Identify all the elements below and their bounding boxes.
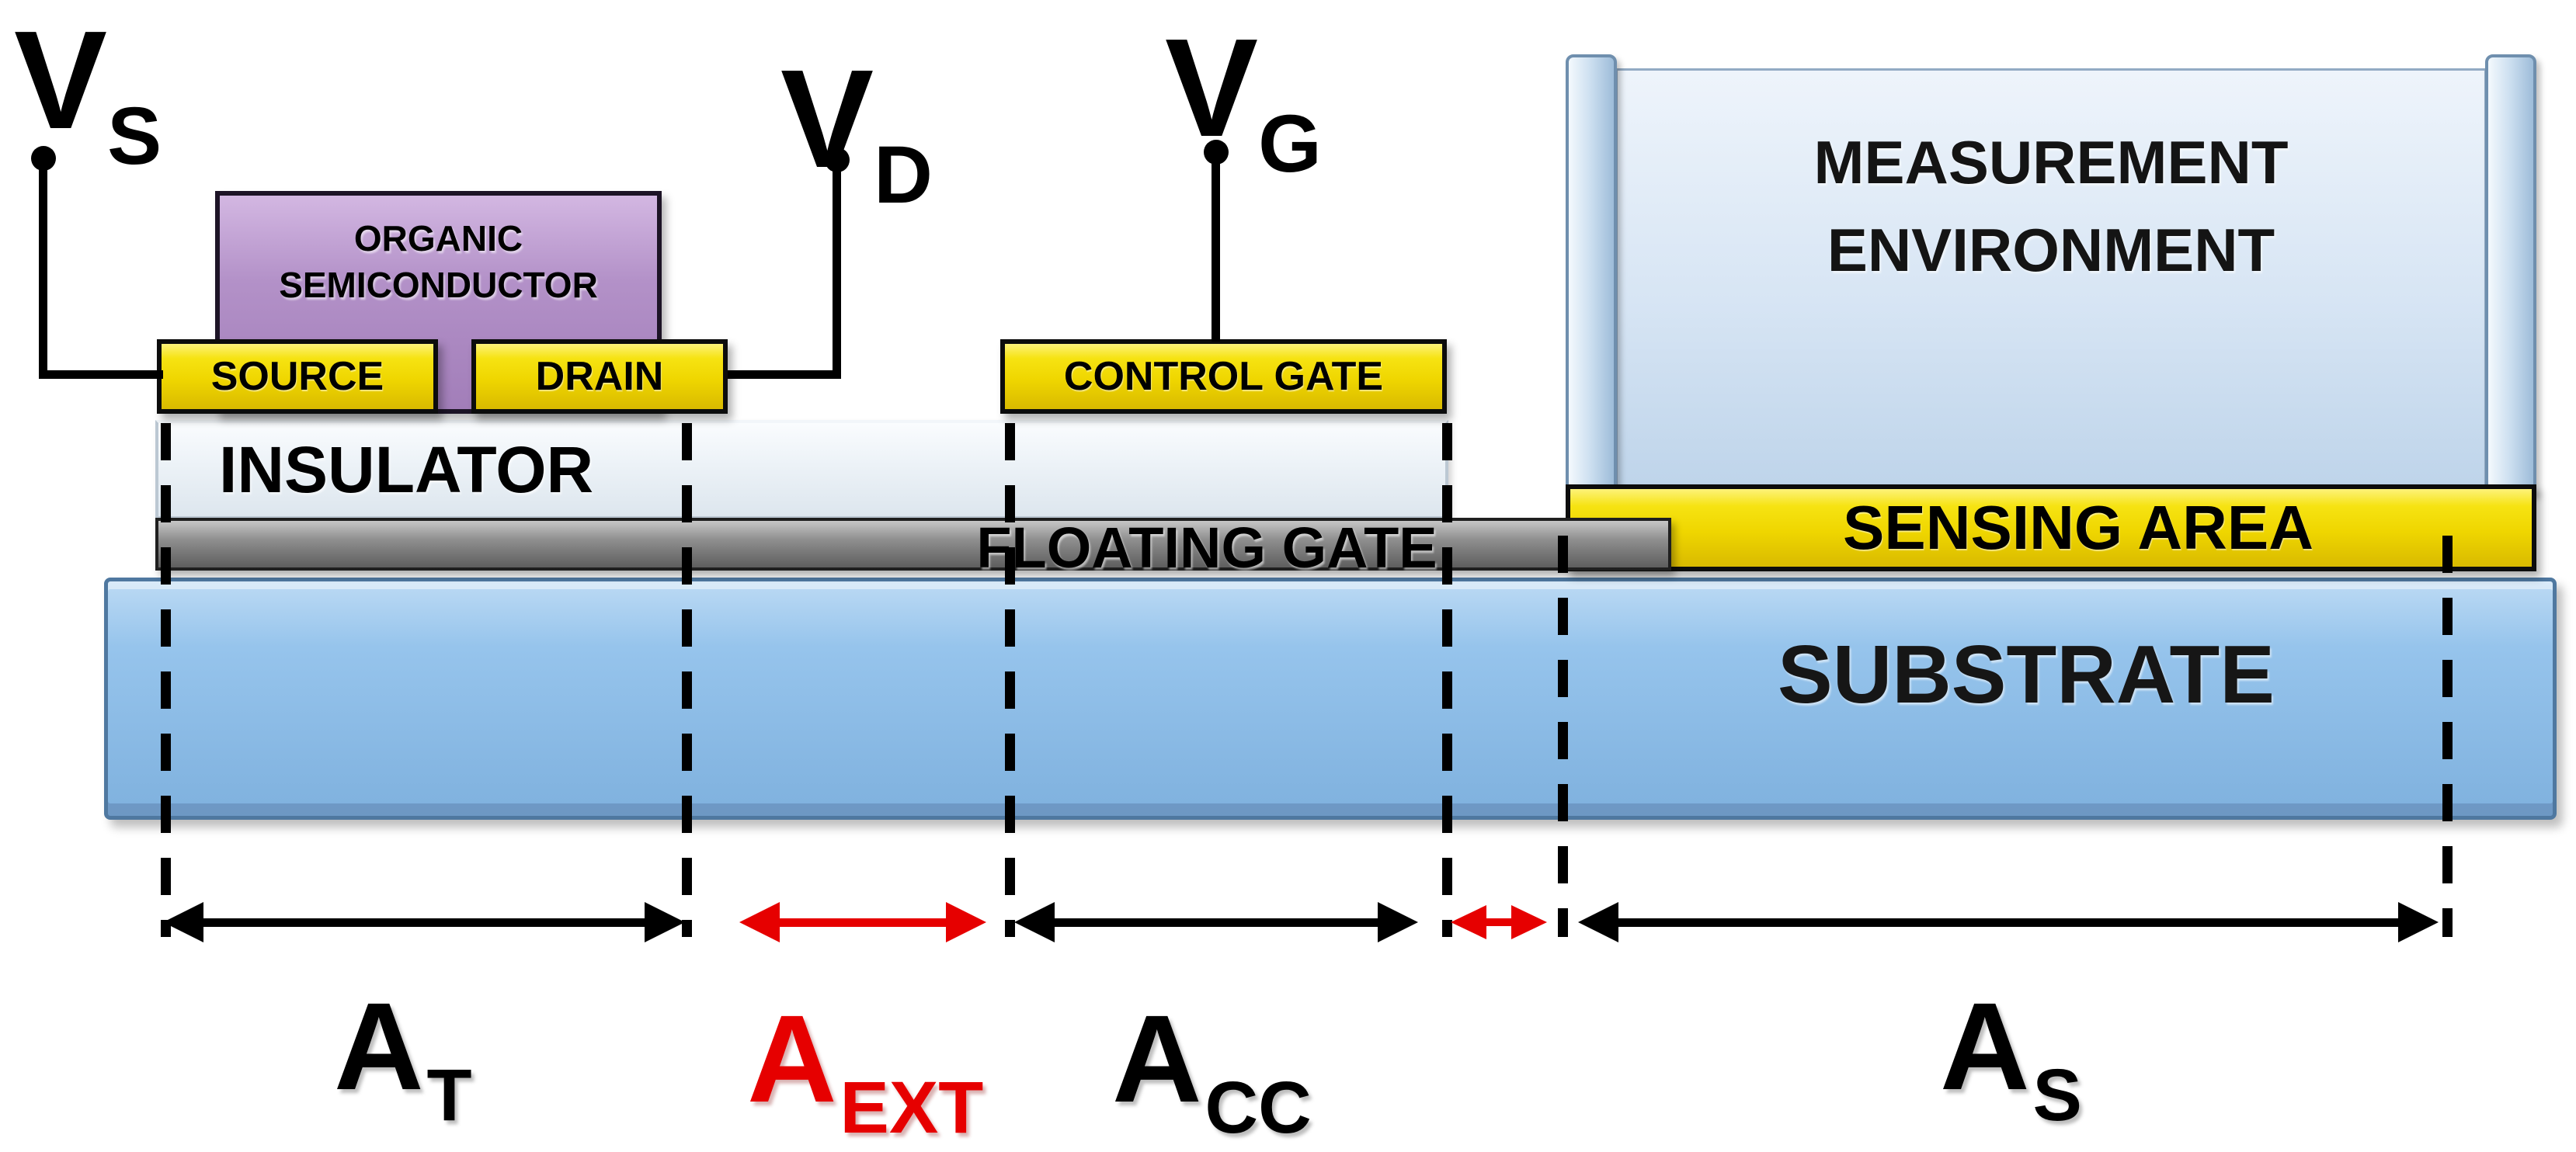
at-subscript: T bbox=[426, 1054, 472, 1136]
gap-arrowhead-right bbox=[1511, 905, 1547, 939]
aext-symbol: A bbox=[747, 989, 837, 1128]
terminal-vs-label: VS bbox=[14, 11, 162, 178]
acc-subscript: CC bbox=[1205, 1067, 1312, 1149]
vg-wire-vertical bbox=[1212, 151, 1220, 342]
sensing-area-layer: SENSING AREA bbox=[1566, 484, 2536, 571]
vd-node-dot bbox=[825, 147, 850, 172]
as-arrowhead-left bbox=[1578, 902, 1618, 942]
source-electrode: SOURCE bbox=[157, 339, 438, 414]
vg-node-dot bbox=[1204, 140, 1229, 165]
source-label: SOURCE bbox=[210, 354, 384, 399]
at-symbol: A bbox=[334, 977, 424, 1116]
floating-gate-label: FLOATING GATE bbox=[976, 515, 1437, 580]
measurement-environment-chamber: MEASUREMENT ENVIRONMENT bbox=[1615, 68, 2487, 491]
at-arrowhead-right bbox=[645, 902, 685, 942]
acc-symbol: A bbox=[1112, 989, 1202, 1128]
dimension-arrow-at bbox=[163, 902, 685, 942]
vs-wire-vertical bbox=[39, 157, 47, 379]
vg-symbol: V bbox=[1165, 10, 1258, 166]
dimension-arrow-as bbox=[1578, 902, 2439, 942]
aext-arrowhead-left bbox=[739, 902, 780, 942]
dashed-line-5 bbox=[1558, 536, 1568, 937]
dashed-line-1 bbox=[161, 423, 171, 937]
organic-semiconductor-label-line1: ORGANIC bbox=[353, 218, 523, 259]
measurement-environment-label-line2: ENVIRONMENT bbox=[1827, 216, 2275, 285]
as-subscript: S bbox=[2032, 1054, 2082, 1136]
terminal-vd-label: VD bbox=[780, 50, 933, 217]
insulator-layer: INSULATOR bbox=[155, 420, 1448, 519]
dimension-label-at: AT bbox=[334, 984, 472, 1133]
vs-wire-horizontal bbox=[39, 370, 163, 379]
measurement-environment-label-line1: MEASUREMENT bbox=[1813, 128, 2289, 196]
vs-symbol: V bbox=[14, 2, 107, 158]
chamber-wall-left bbox=[1566, 54, 1617, 494]
dimension-arrow-gap-small bbox=[1451, 905, 1547, 939]
gap-arrow-shaft bbox=[1477, 918, 1521, 926]
dimension-label-aext: AEXT bbox=[747, 997, 983, 1145]
substrate-layer: SUBSTRATE bbox=[104, 578, 2557, 820]
vg-subscript: G bbox=[1258, 99, 1322, 189]
acc-arrow-shaft bbox=[1048, 918, 1384, 927]
control-gate-label: CONTROL GATE bbox=[1063, 354, 1384, 399]
as-symbol: A bbox=[1940, 977, 2030, 1116]
aext-subscript: EXT bbox=[840, 1067, 984, 1149]
insulator-label: INSULATOR bbox=[219, 432, 594, 506]
vd-symbol: V bbox=[780, 41, 874, 197]
terminal-vg-label: VG bbox=[1165, 19, 1322, 186]
dimension-arrow-aext bbox=[739, 902, 986, 942]
control-gate-electrode: CONTROL GATE bbox=[1000, 339, 1447, 414]
aext-arrowhead-right bbox=[946, 902, 986, 942]
floating-gate-layer: FLOATING GATE bbox=[155, 515, 1671, 580]
dimension-label-as: AS bbox=[1940, 984, 2082, 1133]
dashed-line-3 bbox=[1005, 423, 1015, 937]
vs-node-dot bbox=[31, 146, 56, 171]
dashed-line-2 bbox=[682, 423, 692, 937]
vs-subscript: S bbox=[107, 91, 162, 182]
acc-arrowhead-left bbox=[1014, 902, 1055, 942]
substrate-label: SUBSTRATE bbox=[1778, 629, 2275, 720]
drain-electrode: DRAIN bbox=[471, 339, 728, 414]
vd-wire-vertical bbox=[833, 158, 841, 379]
as-arrowhead-right bbox=[2398, 902, 2439, 942]
as-arrow-shaft bbox=[1612, 918, 2404, 927]
chamber-wall-right bbox=[2485, 54, 2536, 494]
drain-label: DRAIN bbox=[535, 354, 664, 399]
dashed-line-4 bbox=[1442, 423, 1452, 937]
vd-subscript: D bbox=[874, 130, 933, 220]
vd-wire-horizontal bbox=[728, 370, 841, 379]
at-arrowhead-left bbox=[163, 902, 203, 942]
dimension-label-acc: ACC bbox=[1112, 997, 1312, 1145]
organic-semiconductor-label-line2: SEMICONDUCTOR bbox=[279, 264, 598, 305]
dimension-arrow-acc bbox=[1014, 902, 1418, 942]
aext-arrow-shaft bbox=[773, 918, 952, 927]
dashed-line-6 bbox=[2442, 536, 2453, 937]
acc-arrowhead-right bbox=[1378, 902, 1418, 942]
at-arrow-shaft bbox=[197, 918, 651, 927]
sensing-area-label: SENSING AREA bbox=[1842, 493, 2314, 562]
